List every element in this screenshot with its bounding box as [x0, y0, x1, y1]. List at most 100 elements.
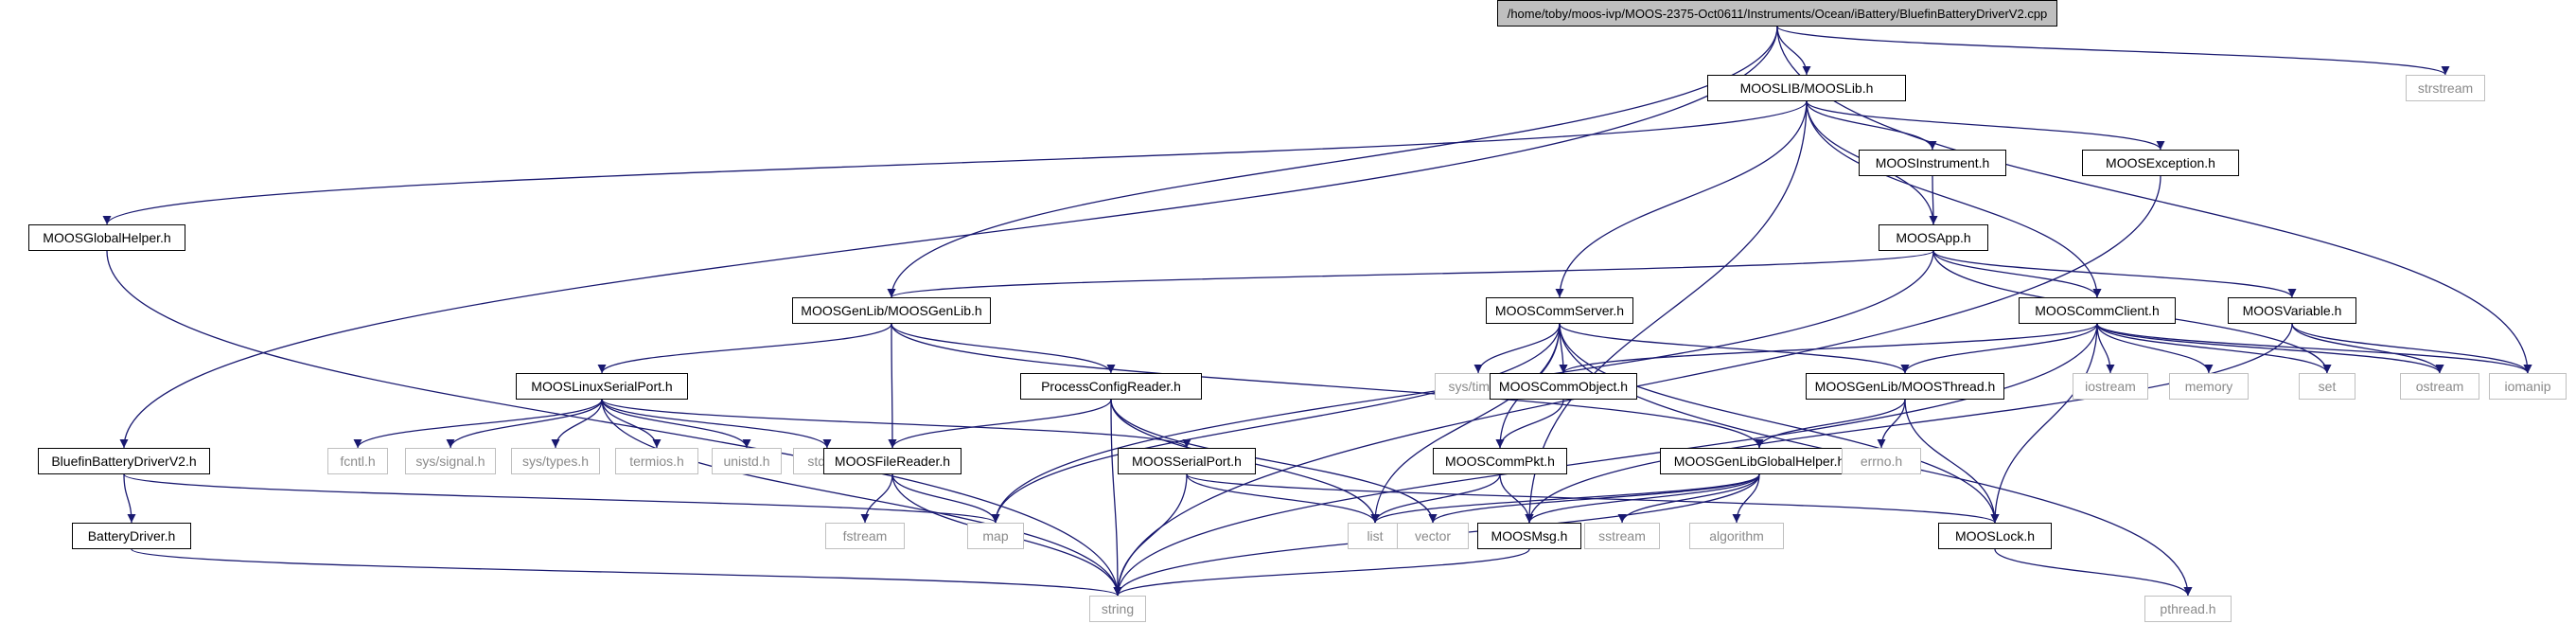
edge-bluefinh-to-batterydriver: [123, 473, 136, 524]
node-moosgenlibglobal[interactable]: MOOSGenLibGlobalHelper.h: [1660, 448, 1859, 474]
node-strstream: strstream: [2406, 75, 2485, 101]
node-set: set: [2299, 373, 2355, 400]
edge-moosexception-to-string: [1113, 175, 2161, 597]
edge-moosthread-to-errno: [1877, 399, 1906, 449]
edge-moosgenlibglobal-to-moosmsg: [1525, 473, 1760, 524]
node-sstream: sstream: [1584, 523, 1660, 549]
node-processconfig[interactable]: ProcessConfigReader.h: [1020, 373, 1202, 400]
edge-processconfig-to-string: [1110, 399, 1122, 597]
edge-moosfilereader-to-map: [891, 473, 1000, 524]
edge-root-to-moosgenlib: [887, 26, 1778, 298]
node-unistd: unistd.h: [712, 448, 782, 474]
edge-mooslib-to-mooscommserver: [1555, 100, 1808, 298]
edge-mooscommclient-to-iomanip: [2096, 323, 2532, 374]
edge-moosgenlib-to-moosgenlibglobal: [891, 323, 1764, 449]
edge-moosthread-to-moosgenlibglobal: [1755, 399, 1906, 449]
node-iomanip: iomanip: [2489, 373, 2567, 400]
node-moosgenlib[interactable]: MOOSGenLib/MOOSGenLib.h: [792, 297, 991, 324]
node-batterydriver[interactable]: BatteryDriver.h: [72, 523, 191, 549]
edge-moosapp-to-mooscommclient: [1932, 250, 2102, 298]
node-string: string: [1089, 596, 1146, 622]
edge-moosthread-to-mooslock: [1904, 399, 2000, 524]
edge-mooslinuxserial-to-termios: [601, 399, 662, 449]
node-moosfilereader[interactable]: MOOSFileReader.h: [823, 448, 962, 474]
edge-mooslinuxserial-to-syssignal: [446, 399, 603, 449]
edge-mooslib-to-moosexception: [1806, 100, 2165, 151]
edge-mooscommserver-to-list: [1370, 323, 1561, 524]
edge-mooscommclient-to-mooscommobject: [1559, 323, 2098, 374]
node-moosexception[interactable]: MOOSException.h: [2082, 150, 2239, 176]
edge-mooscommclient-to-memory: [2096, 323, 2214, 374]
edge-moosgenlib-to-mooslinuxserial: [597, 323, 892, 374]
edge-moosserialport-to-string: [1113, 473, 1188, 597]
edge-mooslinuxserial-to-moosserialport: [601, 399, 1191, 449]
node-list: list: [1348, 523, 1403, 549]
edge-mooslib-to-mooscommclient: [1806, 100, 2102, 298]
node-syssignal: sys/signal.h: [405, 448, 496, 474]
edge-root-to-bluefinh: [119, 26, 1778, 449]
node-fstream: fstream: [825, 523, 905, 549]
edge-mooslinuxserial-to-systypes: [551, 399, 603, 449]
edge-mooslock-to-pthread: [1994, 548, 2193, 597]
edge-moosserialport-to-list: [1186, 473, 1380, 524]
edge-mooscommpkt-to-list: [1370, 473, 1501, 524]
edge-processconfig-to-moosfilereader: [888, 399, 1112, 449]
edge-moosvariable-to-ostream: [2291, 323, 2444, 374]
node-moosvariable[interactable]: MOOSVariable.h: [2228, 297, 2356, 324]
node-mooscommobject[interactable]: MOOSCommObject.h: [1490, 373, 1637, 400]
edge-mooscommclient-to-ostream: [2096, 323, 2444, 374]
edge-mooscommclient-to-set: [2096, 323, 2332, 374]
edge-moosgenlibglobal-to-vector: [1428, 473, 1760, 524]
node-moosapp[interactable]: MOOSApp.h: [1879, 224, 1988, 251]
node-fcntl: fcntl.h: [327, 448, 388, 474]
edge-mooslinuxserial-to-unistd: [601, 399, 751, 449]
edge-mooscommclient-to-moosthread: [1900, 323, 2098, 374]
edge-moosglobalhelper-to-string: [106, 250, 1122, 597]
edge-mooscommclient-to-mooslock: [1990, 323, 2098, 524]
edge-moosgenlib-to-moosfilereader: [888, 323, 897, 449]
node-mooscommpkt[interactable]: MOOSCommPkt.h: [1433, 448, 1567, 474]
node-root[interactable]: /home/toby/moos-ivp/MOOS-2375-Oct0611/In…: [1497, 0, 2057, 27]
node-moosglobalhelper[interactable]: MOOSGlobalHelper.h: [28, 224, 185, 251]
edge-moosvariable-to-iomanip: [2291, 323, 2532, 374]
edge-moosinstrument-to-moosapp: [1929, 175, 1938, 225]
node-termios: termios.h: [615, 448, 698, 474]
node-algorithm: algorithm: [1689, 523, 1784, 549]
edge-processconfig-to-vector: [1110, 399, 1438, 524]
edge-mooslib-to-moosmsg: [1525, 100, 1808, 524]
node-moosinstrument[interactable]: MOOSInstrument.h: [1859, 150, 2006, 176]
node-mooslock[interactable]: MOOSLock.h: [1938, 523, 2052, 549]
node-iostream: iostream: [2073, 373, 2148, 400]
node-bluefinh[interactable]: BluefinBatteryDriverV2.h: [38, 448, 210, 474]
node-vector: vector: [1397, 523, 1469, 549]
edge-mooscommobject-to-mooscommpkt: [1495, 399, 1564, 449]
node-moosmsg[interactable]: MOOSMsg.h: [1477, 523, 1581, 549]
node-moosserialport[interactable]: MOOSSerialPort.h: [1118, 448, 1256, 474]
node-mooslib[interactable]: MOOSLIB/MOOSLib.h: [1707, 75, 1906, 101]
node-moosthread[interactable]: MOOSGenLib/MOOSThread.h: [1806, 373, 2004, 400]
node-mooslinuxserial[interactable]: MOOSLinuxSerialPort.h: [516, 373, 688, 400]
edge-mooscommserver-to-map: [991, 323, 1561, 524]
node-pthread: pthread.h: [2144, 596, 2232, 622]
edge-mooscommpkt-to-moosmsg: [1499, 473, 1534, 524]
edge-moosfilereader-to-fstream: [860, 473, 893, 524]
node-mooscommclient[interactable]: MOOSCommClient.h: [2019, 297, 2176, 324]
node-ostream: ostream: [2400, 373, 2479, 400]
edge-mooslinuxserial-to-string: [601, 399, 1122, 597]
edge-bluefinh-to-map: [123, 473, 1000, 524]
edge-mooscommserver-to-mooslock: [1559, 323, 2000, 524]
edge-root-to-strstream: [1776, 26, 2450, 76]
node-systypes: sys/types.h: [511, 448, 600, 474]
node-memory: memory: [2169, 373, 2249, 400]
node-map: map: [967, 523, 1024, 549]
edge-mooslinuxserial-to-fcntl: [353, 399, 603, 449]
edge-moosgenlib-to-processconfig: [891, 323, 1116, 374]
edge-mooslinuxserial-to-stdio: [601, 399, 832, 449]
node-mooscommserver[interactable]: MOOSCommServer.h: [1486, 297, 1633, 324]
edge-moosapp-to-moosvariable: [1932, 250, 2297, 298]
edge-moosgenlibglobal-to-list: [1370, 473, 1760, 524]
edge-moosmsg-to-string: [1113, 548, 1530, 597]
edge-batterydriver-to-string: [131, 548, 1122, 597]
edge-moosapp-to-moosgenlib: [887, 250, 1934, 298]
